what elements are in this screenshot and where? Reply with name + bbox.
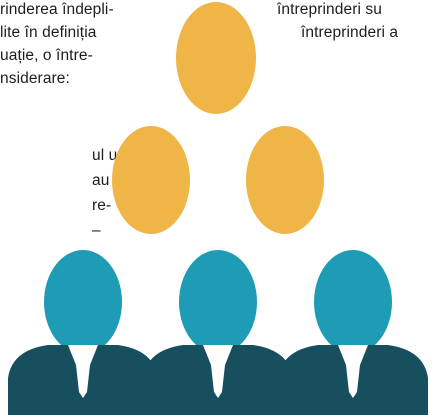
left-text-line-1: rinderea îndepli- [0,1,114,18]
bottom-right-person-shirt [338,345,368,398]
bottom-center-person-head [179,250,257,354]
bottom-left-person-shirt [68,345,98,398]
bottom-left-person-head [44,250,122,354]
right-text-line-2: întreprinderi a [301,24,399,41]
left-text-line-6: au [92,172,110,189]
left-text-line-7: re- [92,197,112,214]
top-person-head [176,2,256,114]
bottom-right-person-head [314,250,392,354]
left-text-line-2: lite în definiția [0,24,97,41]
left-text-line-8: – [92,222,101,239]
bottom-center-person-shirt [203,345,233,398]
middle-left-person-head [112,126,190,234]
middle-right-person-head [246,126,324,234]
right-text-line-1: întreprinderi su [277,1,382,18]
left-text-line-4: nsiderare: [0,70,70,87]
left-text-line-3: uație, o între- [0,47,93,64]
